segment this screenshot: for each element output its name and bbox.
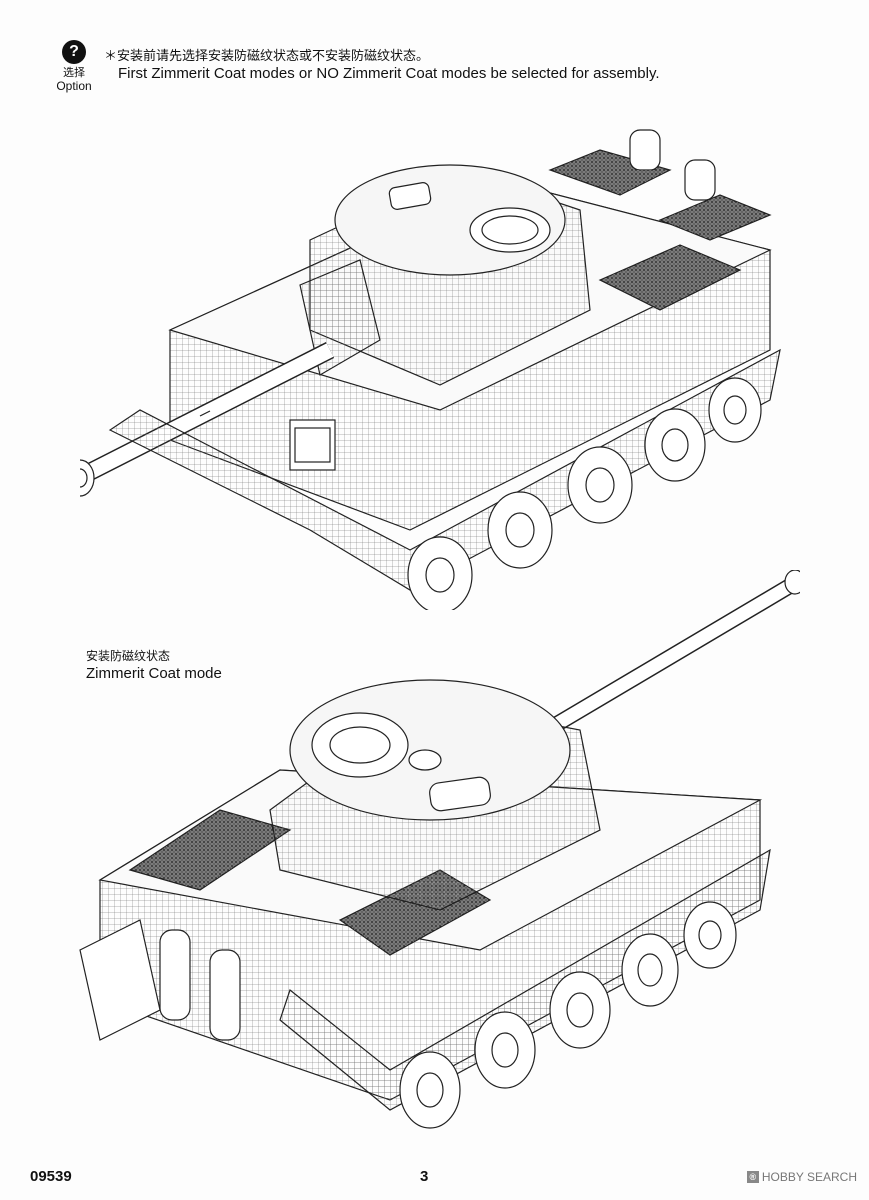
section-title-en: Zimmerit Coat mode bbox=[86, 665, 222, 682]
assembly-instruction: ＊安装前请先选择安装防磁纹状态或不安装防磁纹状态。 First Zimmerit… bbox=[104, 48, 824, 83]
question-mark-icon: ? bbox=[62, 40, 86, 64]
section-title-zh: 安装防磁纹状态 bbox=[86, 649, 171, 663]
tank-illustration-front bbox=[80, 110, 800, 610]
zimmerit-section-title: 安装防磁纹状态 Zimmerit Coat mode bbox=[86, 648, 222, 683]
option-label-zh: 选择 bbox=[63, 66, 85, 79]
watermark-logo-icon: ® bbox=[746, 1171, 759, 1183]
watermark-text: HOBBY SEARCH bbox=[761, 1170, 857, 1184]
page-number: 3 bbox=[420, 1168, 429, 1185]
instruction-text-en: First Zimmerit Coat modes or NO Zimmerit… bbox=[118, 65, 660, 82]
product-code: 09539 bbox=[30, 1168, 72, 1185]
tank-illustration-rear bbox=[60, 570, 800, 1150]
hobby-search-watermark: ® HOBBY SEARCH bbox=[746, 1170, 857, 1184]
instruction-text-zh: ＊安装前请先选择安装防磁纹状态或不安装防磁纹状态。 bbox=[104, 49, 430, 64]
option-marker: ? 选择 Option bbox=[44, 40, 104, 93]
option-label-en: Option bbox=[56, 79, 92, 93]
